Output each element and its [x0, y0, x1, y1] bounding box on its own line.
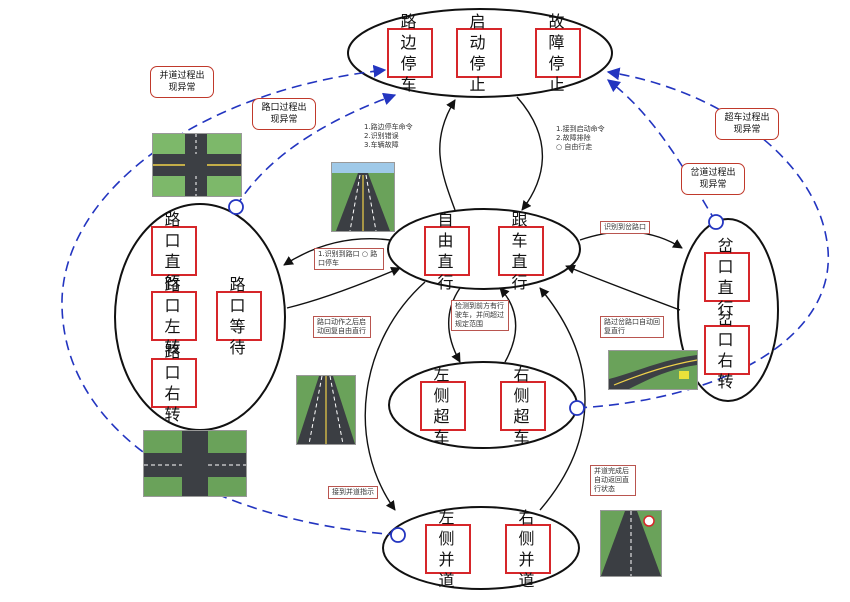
bubble-junction-exception: 路口过程出现异常 [252, 98, 316, 130]
exception-path-junction [235, 92, 397, 208]
state-junction-wait[interactable]: 路口等待 [216, 275, 262, 357]
bubble-fork-exception: 岔道过程出现异常 [681, 163, 745, 195]
state-start-stop[interactable]: 启动停止 [456, 12, 502, 94]
note-to-stop-line2: 2.识别错误 [364, 132, 399, 140]
arrow-fork-to-center [565, 264, 681, 311]
road-photo-straight [331, 162, 395, 232]
state-overtake-left[interactable]: 左侧超车 [420, 365, 466, 447]
state-fault-stop[interactable]: 故障停止 [535, 12, 581, 94]
fork-group-ellipse [677, 218, 779, 402]
state-merge-right[interactable]: 右侧并道 [505, 508, 551, 590]
arrow-center-to-stop [439, 99, 456, 211]
state-free-straight[interactable]: 自由直行 [424, 210, 470, 292]
note-to-overtake: 检测到前方有行驶车，并间超过规定范围 [451, 300, 509, 331]
arrow-junction-to-center [286, 266, 401, 309]
arrow-overtake-to-center [499, 287, 517, 363]
exception-start-junction [228, 199, 244, 215]
exception-path-overtake [576, 67, 829, 409]
note-from-fork: 路过岔路口自动回复直行 [600, 316, 664, 338]
note-to-junction: 1.识别到路口 ○ 路口停车 [314, 248, 384, 270]
note-to-stop: 1.路边停车命令 2.识别错误 3.车辆故障 [364, 123, 413, 150]
junction-photo-top [152, 133, 242, 197]
arrow-center-to-fork [579, 231, 683, 249]
arrow-merge-to-center [539, 287, 586, 511]
note-to-stop-line3: 3.车辆故障 [364, 141, 399, 149]
note-to-fork: 识别到岔路口 [600, 221, 650, 234]
merge-group-ellipse [382, 506, 580, 590]
note-from-junction: 路口动作之后启动回复自由直行 [313, 316, 371, 338]
exception-start-fork [708, 214, 724, 230]
exception-start-merge [390, 527, 406, 543]
road-photo-multilane [296, 375, 356, 445]
state-fork-right[interactable]: 岔口右转 [704, 309, 750, 391]
note-from-stop: 1.接到启动命令 2.故障排除 ○ 自由行走 [556, 125, 605, 152]
state-fork-straight[interactable]: 岔口直行 [704, 236, 750, 318]
state-curb-stop[interactable]: 路边停车 [387, 12, 433, 94]
state-junction-right[interactable]: 路口右转 [151, 342, 197, 424]
note-to-merge: 接到并道指示 [328, 486, 378, 499]
note-from-stop-line2: 2.故障排除 [556, 134, 591, 142]
merge-road-photo [600, 510, 662, 577]
state-overtake-right[interactable]: 右侧超车 [500, 365, 546, 447]
arrow-center-to-overtake [448, 287, 461, 363]
exception-start-overtake [569, 400, 585, 416]
bubble-overtake-exception: 超车过程出现异常 [715, 108, 779, 140]
exception-path-merge [61, 64, 399, 536]
arrow-center-to-merge [364, 281, 426, 511]
state-follow-straight[interactable]: 跟车直行 [498, 210, 544, 292]
note-from-stop-line1: 1.接到启动命令 [556, 125, 605, 133]
exception-path-fork [606, 79, 717, 223]
overtake-group-ellipse [388, 361, 578, 449]
state-junction-left[interactable]: 路口左转 [151, 275, 197, 357]
arrow-stop-to-center [516, 96, 544, 211]
note-to-stop-line1: 1.路边停车命令 [364, 123, 413, 131]
fork-road-photo [608, 350, 698, 390]
state-junction-straight[interactable]: 路口直行 [151, 210, 197, 292]
stop-group-ellipse [347, 8, 613, 98]
junction-photo-bottom [143, 430, 247, 497]
center-group-ellipse [387, 208, 581, 290]
bubble-merge-exception: 并道过程出现异常 [150, 66, 214, 98]
note-from-merge: 并道完成后自动返回直行状态 [590, 465, 636, 496]
state-merge-left[interactable]: 左侧并道 [425, 508, 471, 590]
arrow-center-to-junction [283, 238, 391, 266]
note-from-stop-line3: ○ 自由行走 [556, 143, 593, 151]
